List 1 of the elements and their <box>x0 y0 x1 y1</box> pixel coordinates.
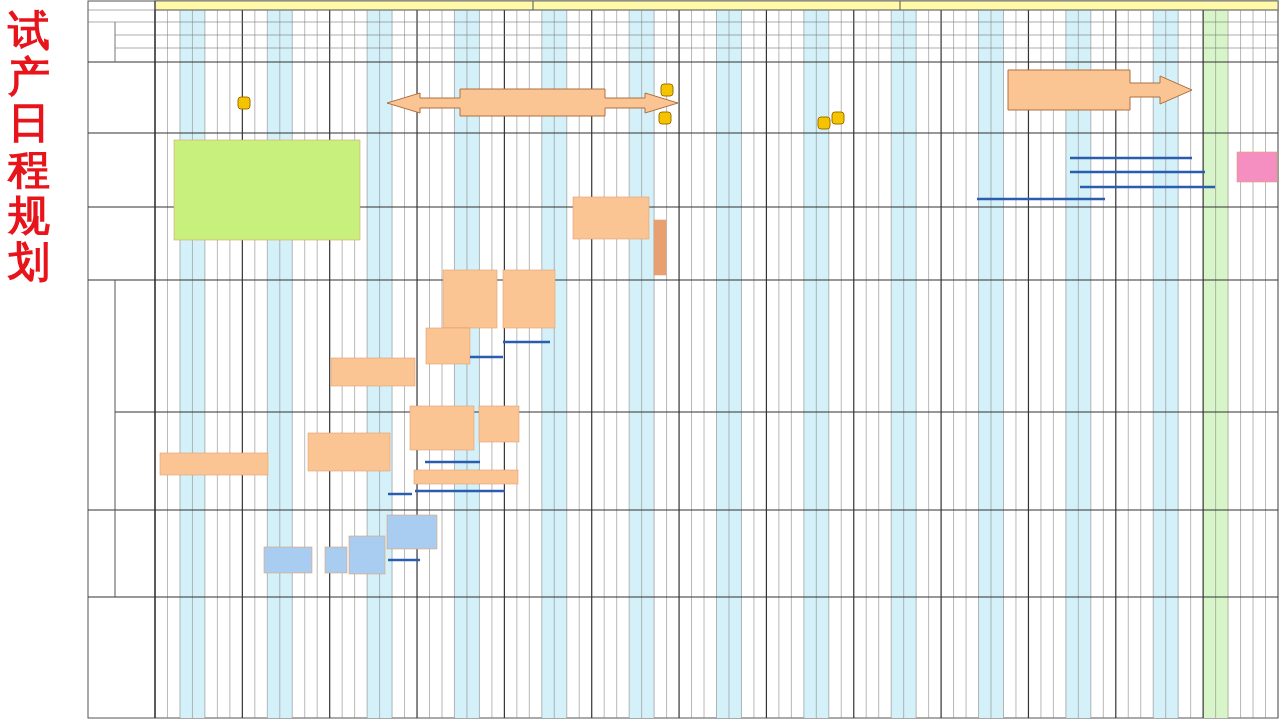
page-title: 试产日程规划 <box>8 8 50 286</box>
